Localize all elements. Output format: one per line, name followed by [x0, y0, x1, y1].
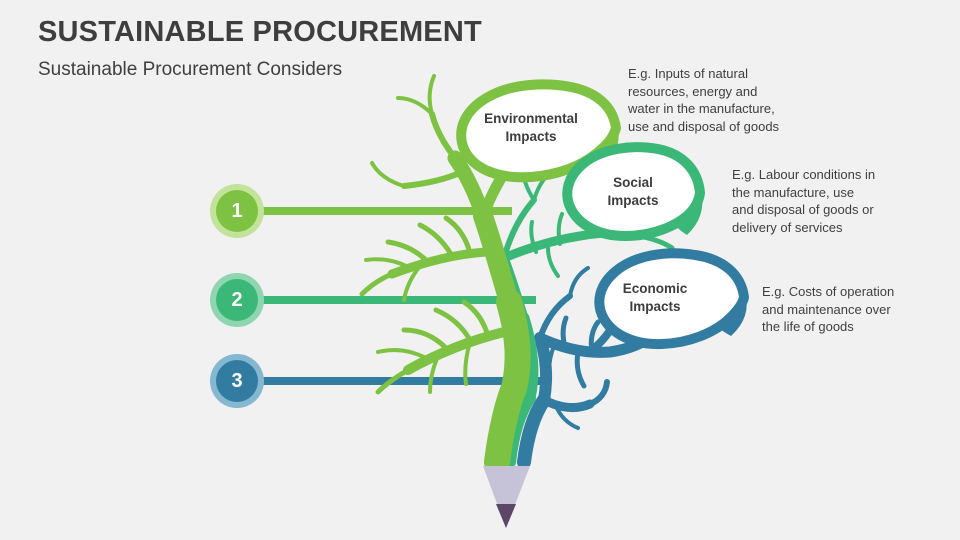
leaf-label-environmental: Environmental Impacts: [484, 111, 578, 144]
number-badge-3: 3: [210, 354, 264, 408]
pencil-wood: [483, 466, 530, 528]
number-badge-2-value: 2: [216, 279, 258, 321]
page-subtitle: Sustainable Procurement Considers: [38, 59, 343, 80]
number-badge-2: 2: [210, 273, 264, 327]
page-title: SUSTAINABLE PROCUREMENT: [38, 16, 482, 48]
connector-line-2: [246, 296, 536, 304]
number-badge-1-value: 1: [216, 190, 258, 232]
leaf-social: [562, 142, 705, 241]
teal-branches: [517, 266, 652, 469]
leaf-economic: [594, 248, 749, 350]
pencil-point: [483, 466, 530, 528]
green-branches: [359, 74, 531, 475]
description-social: E.g. Labour conditions in the manufactur…: [732, 167, 876, 235]
leaf-label-social: Social Impacts: [607, 175, 659, 208]
pencil-tip-icon: [496, 504, 516, 528]
leaf-label-economic: Economic Impacts: [622, 281, 688, 314]
number-badge-3-value: 3: [216, 360, 258, 402]
number-badge-1: 1: [210, 184, 264, 238]
connector-line-1: [246, 207, 512, 215]
description-economic: E.g. Costs of operation and maintenance …: [762, 284, 895, 334]
connector-line-3: [246, 377, 546, 385]
description-environmental: E.g. Inputs of natural resources, energy…: [628, 66, 780, 134]
